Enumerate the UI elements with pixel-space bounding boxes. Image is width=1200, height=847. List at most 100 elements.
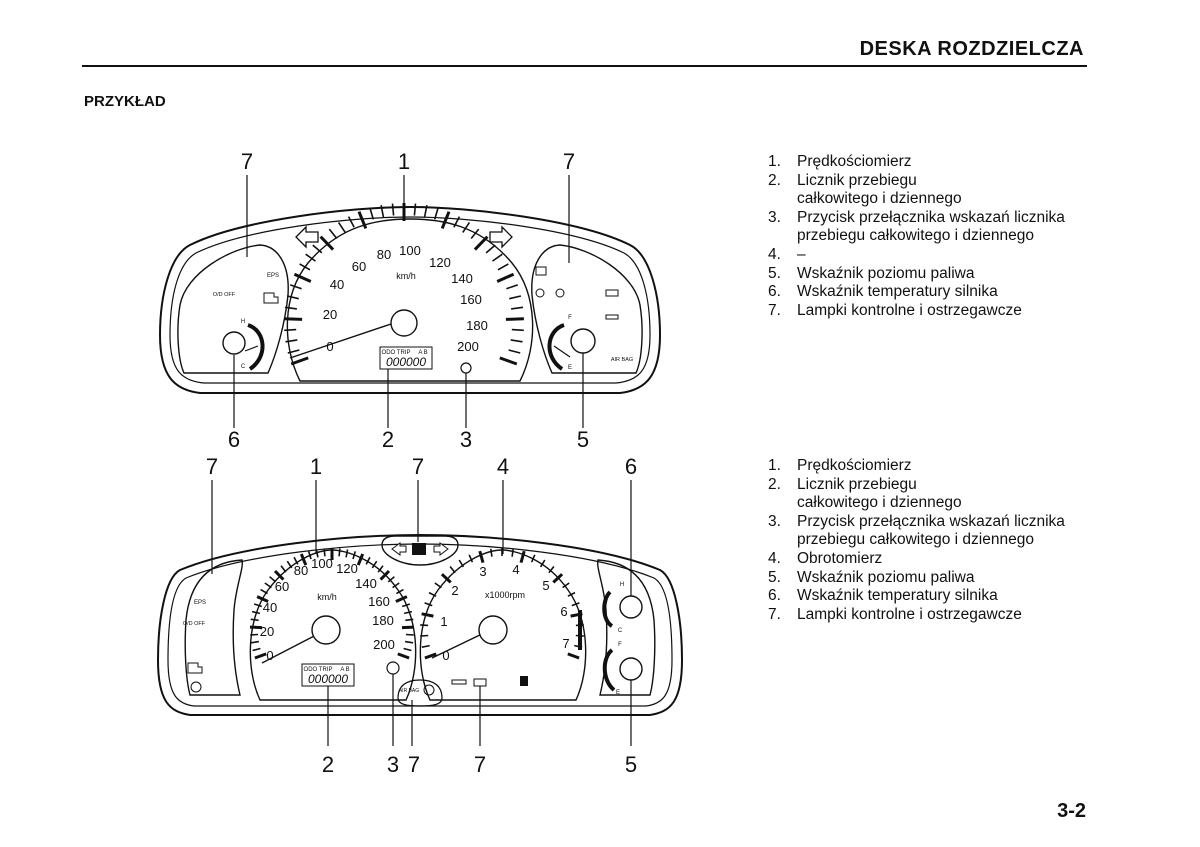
dial-tick [299, 263, 311, 271]
legend-item-text: Przycisk przełącznika wskazań licznika p… [797, 512, 1065, 549]
speed-tick-label-40: 40 [263, 600, 277, 615]
speed-tick-label-120: 120 [429, 255, 451, 270]
legend-item-text: Wskaźnik temperatury silnika [797, 283, 998, 301]
check-engine-icon [187, 662, 203, 674]
legend-item-number: 5. [768, 568, 781, 586]
abs-icon [535, 288, 545, 298]
legend-item-text: Wskaźnik poziomu paliwa [797, 568, 975, 586]
callout-7-warning: 7 [474, 752, 486, 777]
legend-item-number: 4. [768, 245, 781, 263]
dial-tick [567, 591, 576, 597]
speed-tick-label-80: 80 [377, 247, 391, 262]
dial-tick [264, 582, 272, 589]
fuel-gauge-scale [547, 323, 565, 371]
od-off-label: O/D OFF [183, 621, 206, 627]
dial-tick [337, 221, 346, 233]
legend-item-text: – [797, 245, 806, 263]
dial-tick [315, 549, 319, 558]
dial-tick [440, 211, 451, 229]
legend-item-number: 5. [768, 264, 781, 282]
dial-tick [323, 548, 326, 557]
dial-tick [539, 559, 546, 568]
speed-tick-label-40: 40 [330, 277, 344, 292]
speed-tick-label-60: 60 [275, 579, 289, 594]
legend-item-number: 7. [768, 605, 781, 623]
odometer-reset-button[interactable] [460, 362, 472, 374]
callout-7-airbag: 7 [408, 752, 420, 777]
battery-icon [473, 678, 487, 687]
speed-tick-label-160: 160 [460, 292, 482, 307]
speedometer-hub [390, 309, 418, 337]
dial-tick [490, 548, 493, 557]
dial-tick [269, 576, 277, 583]
tachometer-redline [578, 610, 582, 650]
speed-tick-label-80: 80 [294, 563, 308, 578]
legend-item: 2.Licznik przebiegu całkowitego i dzienn… [768, 172, 1098, 209]
dial-tick [468, 554, 474, 563]
turn-signal-left-icon [295, 225, 319, 249]
dial-tick [449, 565, 456, 574]
legend-item-text: Lampki kontrolne i ostrzegawcze [797, 605, 1022, 623]
dial-tick [284, 306, 298, 310]
dial-tick [328, 228, 338, 239]
dial-tick [252, 647, 261, 652]
odometer-reset-button[interactable] [386, 661, 400, 675]
temp-gauge-scale [247, 323, 265, 371]
dial-tick [506, 284, 519, 290]
legend-item: 4.Obrotomierz [768, 550, 1098, 569]
legend-item-number: 2. [768, 171, 781, 189]
callout-5: 5 [577, 427, 589, 452]
legend-item-text: Prędkościomierz [797, 457, 912, 474]
dial-tick [453, 216, 461, 228]
header-divider [82, 65, 1087, 67]
dial-tick [395, 595, 408, 603]
speed-unit-label: km/h [396, 271, 416, 281]
dial-tick [505, 317, 524, 321]
speed-tick-label-0: 0 [266, 648, 273, 663]
dial-tick [249, 625, 263, 630]
legend-item-text: Wskaźnik poziomu paliwa [797, 264, 975, 282]
legend-list-top: 1.Prędkościomierz 2.Licznik przebiegu ca… [768, 153, 1098, 320]
eps-warning-label: EPS [194, 600, 206, 606]
legend-item-text: Obrotomierz [797, 549, 883, 567]
page-number: 3-2 [1057, 800, 1086, 822]
temp-cold-label: C [618, 628, 623, 634]
callout-7-center: 7 [412, 454, 424, 479]
airbag-warning-label: AIR BAG [611, 357, 633, 363]
legend-item-number: 1. [768, 153, 781, 170]
rpm-tick-label-7: 7 [562, 636, 569, 651]
legend-item: 4.– [768, 246, 1098, 265]
dial-tick [396, 588, 404, 595]
instrument-cluster-top-svg: 0 20 40 60 80 100 120 140 160 180 200 km… [158, 149, 662, 452]
dial-tick [345, 549, 349, 558]
dial-tick [284, 317, 303, 321]
dial-tick [286, 295, 299, 300]
legend-item: 6.Wskaźnik temperatury silnika [768, 283, 1098, 302]
dial-tick [391, 203, 395, 216]
oil-pressure-icon [605, 314, 619, 320]
speed-tick-label-200: 200 [373, 637, 395, 652]
dial-tick [519, 550, 526, 564]
dial-tick [473, 235, 489, 251]
dial-tick [392, 582, 400, 589]
legend-item-number: 3. [768, 208, 781, 226]
dial-tick [299, 553, 308, 566]
dial-tick [511, 328, 524, 332]
turn-signal-right-icon [489, 225, 513, 249]
callout-6: 6 [228, 427, 240, 452]
dial-tick [369, 207, 375, 220]
legend-list-bottom: 1.Prędkościomierz 2.Licznik przebiegu ca… [768, 457, 1098, 624]
dial-tick [397, 652, 410, 660]
rpm-tick-label-2: 2 [451, 583, 458, 598]
legend-item-text: Lampki kontrolne i ostrzegawcze [797, 301, 1022, 319]
dial-tick [290, 356, 309, 366]
dial-tick [509, 295, 522, 300]
dial-tick [256, 595, 269, 603]
dial-tick [280, 565, 287, 573]
dial-tick [458, 559, 465, 568]
callout-1: 1 [310, 454, 322, 479]
legend-item-number: 3. [768, 512, 781, 530]
dial-tick [377, 565, 384, 573]
odometer-mode-label: ODO TRIP [382, 350, 411, 356]
dial-tick [510, 306, 524, 310]
